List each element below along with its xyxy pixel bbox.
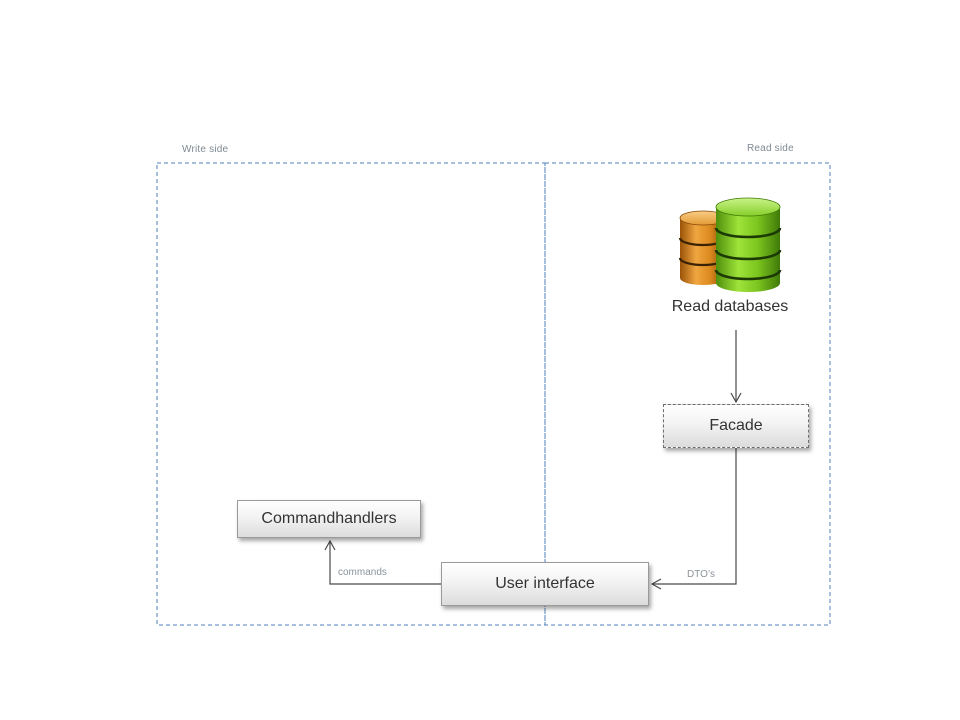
write-side-region xyxy=(156,162,546,626)
user-interface-node: User interface xyxy=(441,562,649,606)
facade-label: Facade xyxy=(709,417,763,434)
commandhandlers-node: Commandhandlers xyxy=(237,500,421,538)
orange-database-icon xyxy=(678,210,728,285)
user-interface-label: User interface xyxy=(495,575,595,592)
write-side-label: Write side xyxy=(182,144,229,155)
commands-edge-label: commands xyxy=(338,567,387,578)
connector-ui-to-commandhandlers xyxy=(324,539,441,585)
database-stack-icon xyxy=(678,197,782,292)
facade-node: Facade xyxy=(663,404,809,448)
dtos-edge-label: DTO’s xyxy=(687,569,715,580)
read-side-region xyxy=(544,162,831,626)
read-side-label: Read side xyxy=(747,143,794,154)
green-database-icon xyxy=(714,197,782,292)
commandhandlers-label: Commandhandlers xyxy=(261,510,397,527)
connector-facade-to-ui xyxy=(650,448,737,590)
read-databases-label: Read databases xyxy=(671,298,789,315)
